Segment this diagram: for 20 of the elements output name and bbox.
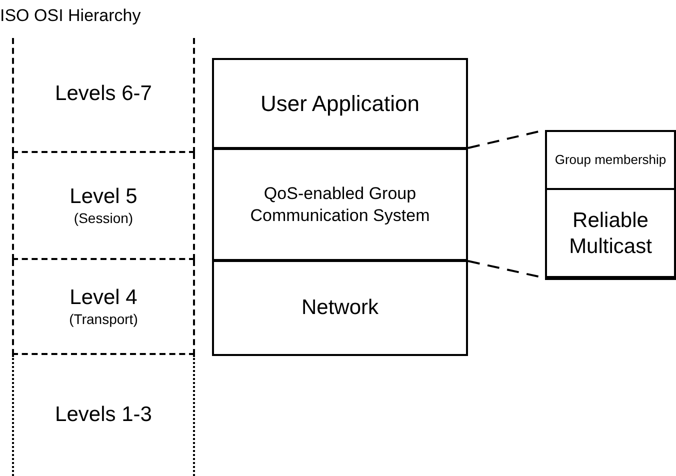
layer-label: Level 5 bbox=[68, 184, 138, 210]
outline-box bbox=[545, 130, 676, 278]
layer-subtitle: (Session) bbox=[72, 210, 134, 228]
layer-box bbox=[212, 58, 468, 149]
layer-label: Group membership bbox=[554, 152, 668, 168]
layer-label: Levels 1-3 bbox=[54, 402, 153, 428]
layer-box bbox=[212, 148, 468, 261]
layer-label: Reliable Multicast bbox=[568, 208, 653, 260]
layer-label: Levels 6-7 bbox=[54, 81, 153, 108]
layer-label: QoS-enabled Group Communication System bbox=[249, 183, 431, 226]
layer-band bbox=[12, 38, 195, 153]
layer-band bbox=[12, 153, 195, 260]
layer-label: Level 4 bbox=[68, 284, 138, 311]
diagram-title: ISO OSI Hierarchy bbox=[0, 6, 141, 26]
layer-label: Network bbox=[300, 294, 380, 321]
layer-band bbox=[12, 355, 195, 476]
layer-label: User Application bbox=[260, 90, 420, 118]
layer-band bbox=[12, 260, 195, 355]
layer-subtitle: (Transport) bbox=[68, 310, 139, 328]
layer-box bbox=[212, 260, 468, 356]
